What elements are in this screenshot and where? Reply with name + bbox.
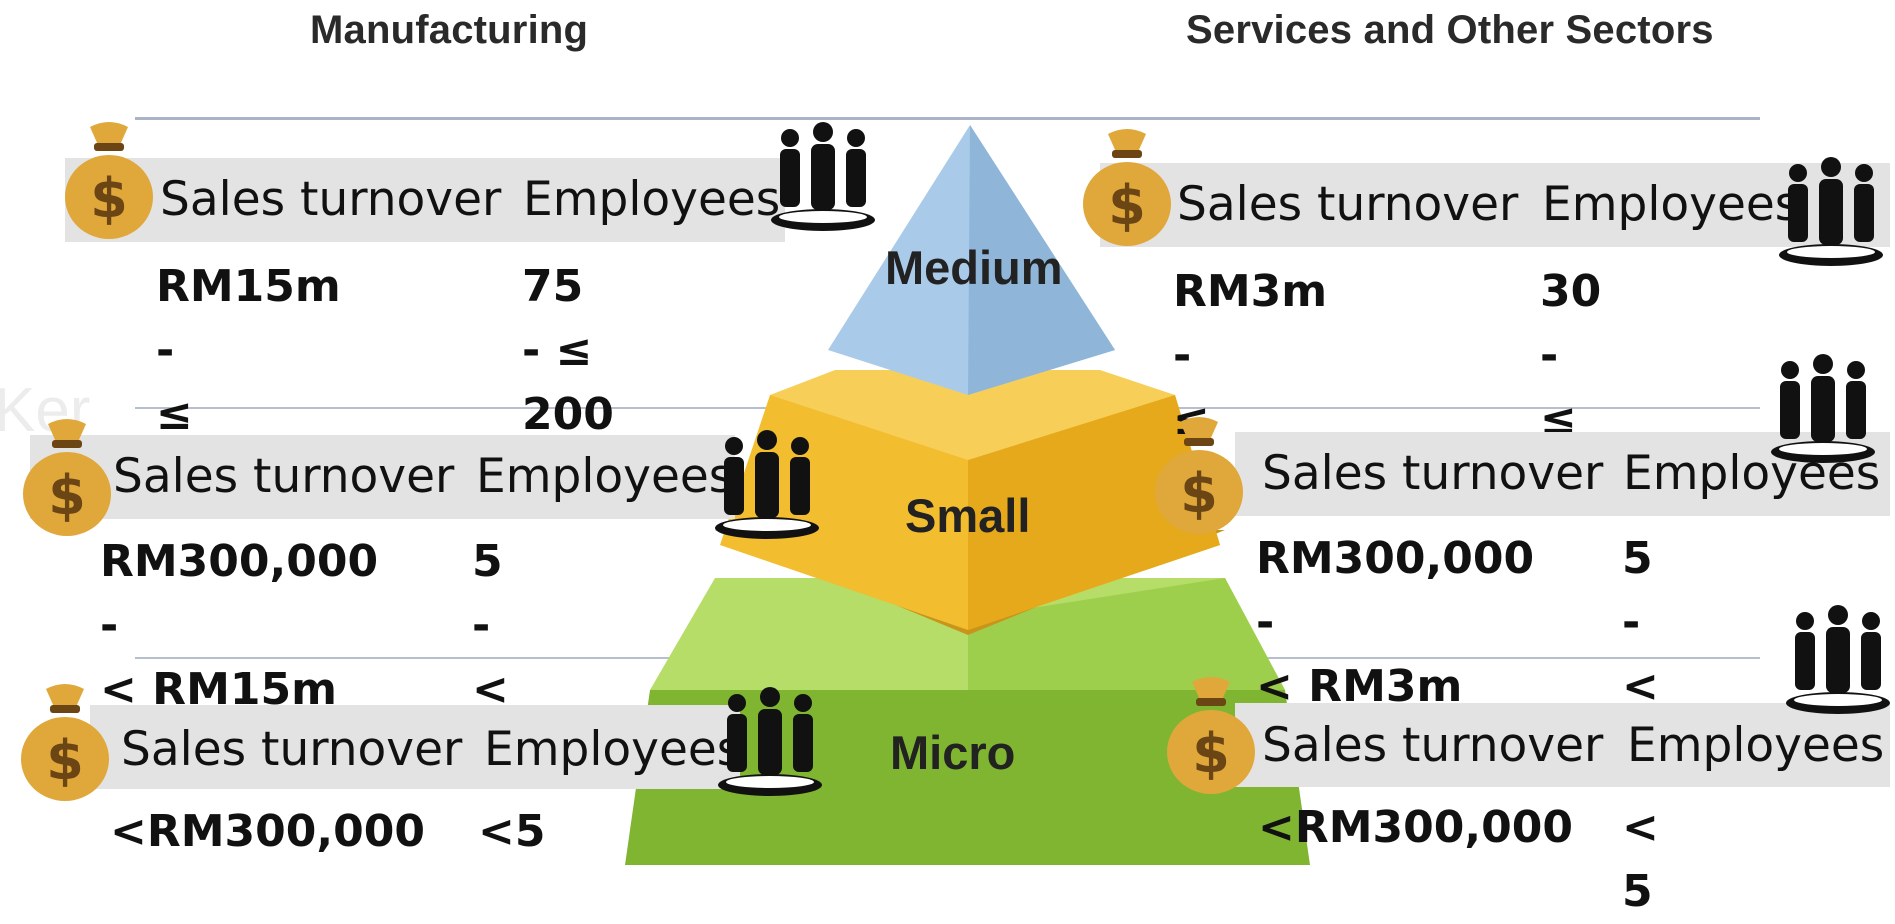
tier-label-medium: Medium: [885, 241, 1063, 294]
sales-turnover-label: Sales turnover: [113, 449, 455, 504]
employees-label: Employees: [523, 172, 781, 227]
sales-turnover-label: Sales turnover: [1262, 446, 1604, 501]
employees-value: < 5: [1622, 802, 1659, 917]
pyramid-small-top: [770, 370, 1175, 460]
employees-label: Employees: [1627, 718, 1885, 773]
svg-text:$: $: [1180, 462, 1218, 525]
sales-turnover-label: Sales turnover: [1262, 718, 1604, 773]
sales-turnover-label: Sales turnover: [1177, 177, 1519, 232]
money-bag-icon: $: [1167, 677, 1255, 794]
money-bag-icon: $: [1083, 129, 1171, 246]
money-bag-icon: $: [21, 684, 109, 801]
employees-label: Employees: [476, 449, 734, 504]
svg-text:$: $: [46, 729, 84, 792]
sales-turnover-value: <RM300,000: [1258, 802, 1573, 853]
sales-turnover-value: RM300,000 - < RM15m: [100, 536, 379, 715]
sales-turnover-label: Sales turnover: [160, 172, 502, 227]
label-band: [1235, 703, 1890, 787]
money-bag-icon: $: [1155, 417, 1243, 534]
tier-label-small: Small: [905, 489, 1031, 542]
top-divider: [135, 117, 1760, 120]
people-group-icon: [718, 687, 822, 796]
employees-label: Employees: [484, 722, 742, 777]
services-header: Services and Other Sectors: [1186, 8, 1714, 52]
manufacturing-header: Manufacturing: [310, 8, 589, 52]
money-bag-icon: $: [65, 122, 153, 239]
sales-turnover-value: RM300,000 - < RM3m: [1256, 533, 1535, 712]
people-group-icon: [715, 430, 819, 539]
svg-text:$: $: [1192, 722, 1230, 785]
people-group-icon: [1779, 157, 1883, 266]
label-band: [1100, 163, 1890, 247]
employees-value: <5: [478, 806, 546, 857]
money-bag-icon: $: [23, 419, 111, 536]
label-band: [65, 158, 785, 242]
svg-text:$: $: [48, 464, 86, 527]
tier-label-micro: Micro: [890, 726, 1016, 779]
pyramid-diagram: [625, 125, 1310, 865]
sales-turnover-label: Sales turnover: [121, 722, 463, 777]
sales-turnover-value: <RM300,000: [110, 806, 425, 857]
label-band: [30, 435, 735, 519]
employees-value: 75 - ≤ 200: [522, 261, 614, 440]
people-group-icon: [1786, 605, 1890, 714]
employees-label: Employees: [1542, 177, 1800, 232]
label-band: [90, 705, 740, 789]
people-group-icon: [771, 122, 875, 231]
svg-text:$: $: [90, 167, 128, 230]
people-group-icon: [1771, 354, 1875, 463]
svg-text:$: $: [1108, 174, 1146, 237]
